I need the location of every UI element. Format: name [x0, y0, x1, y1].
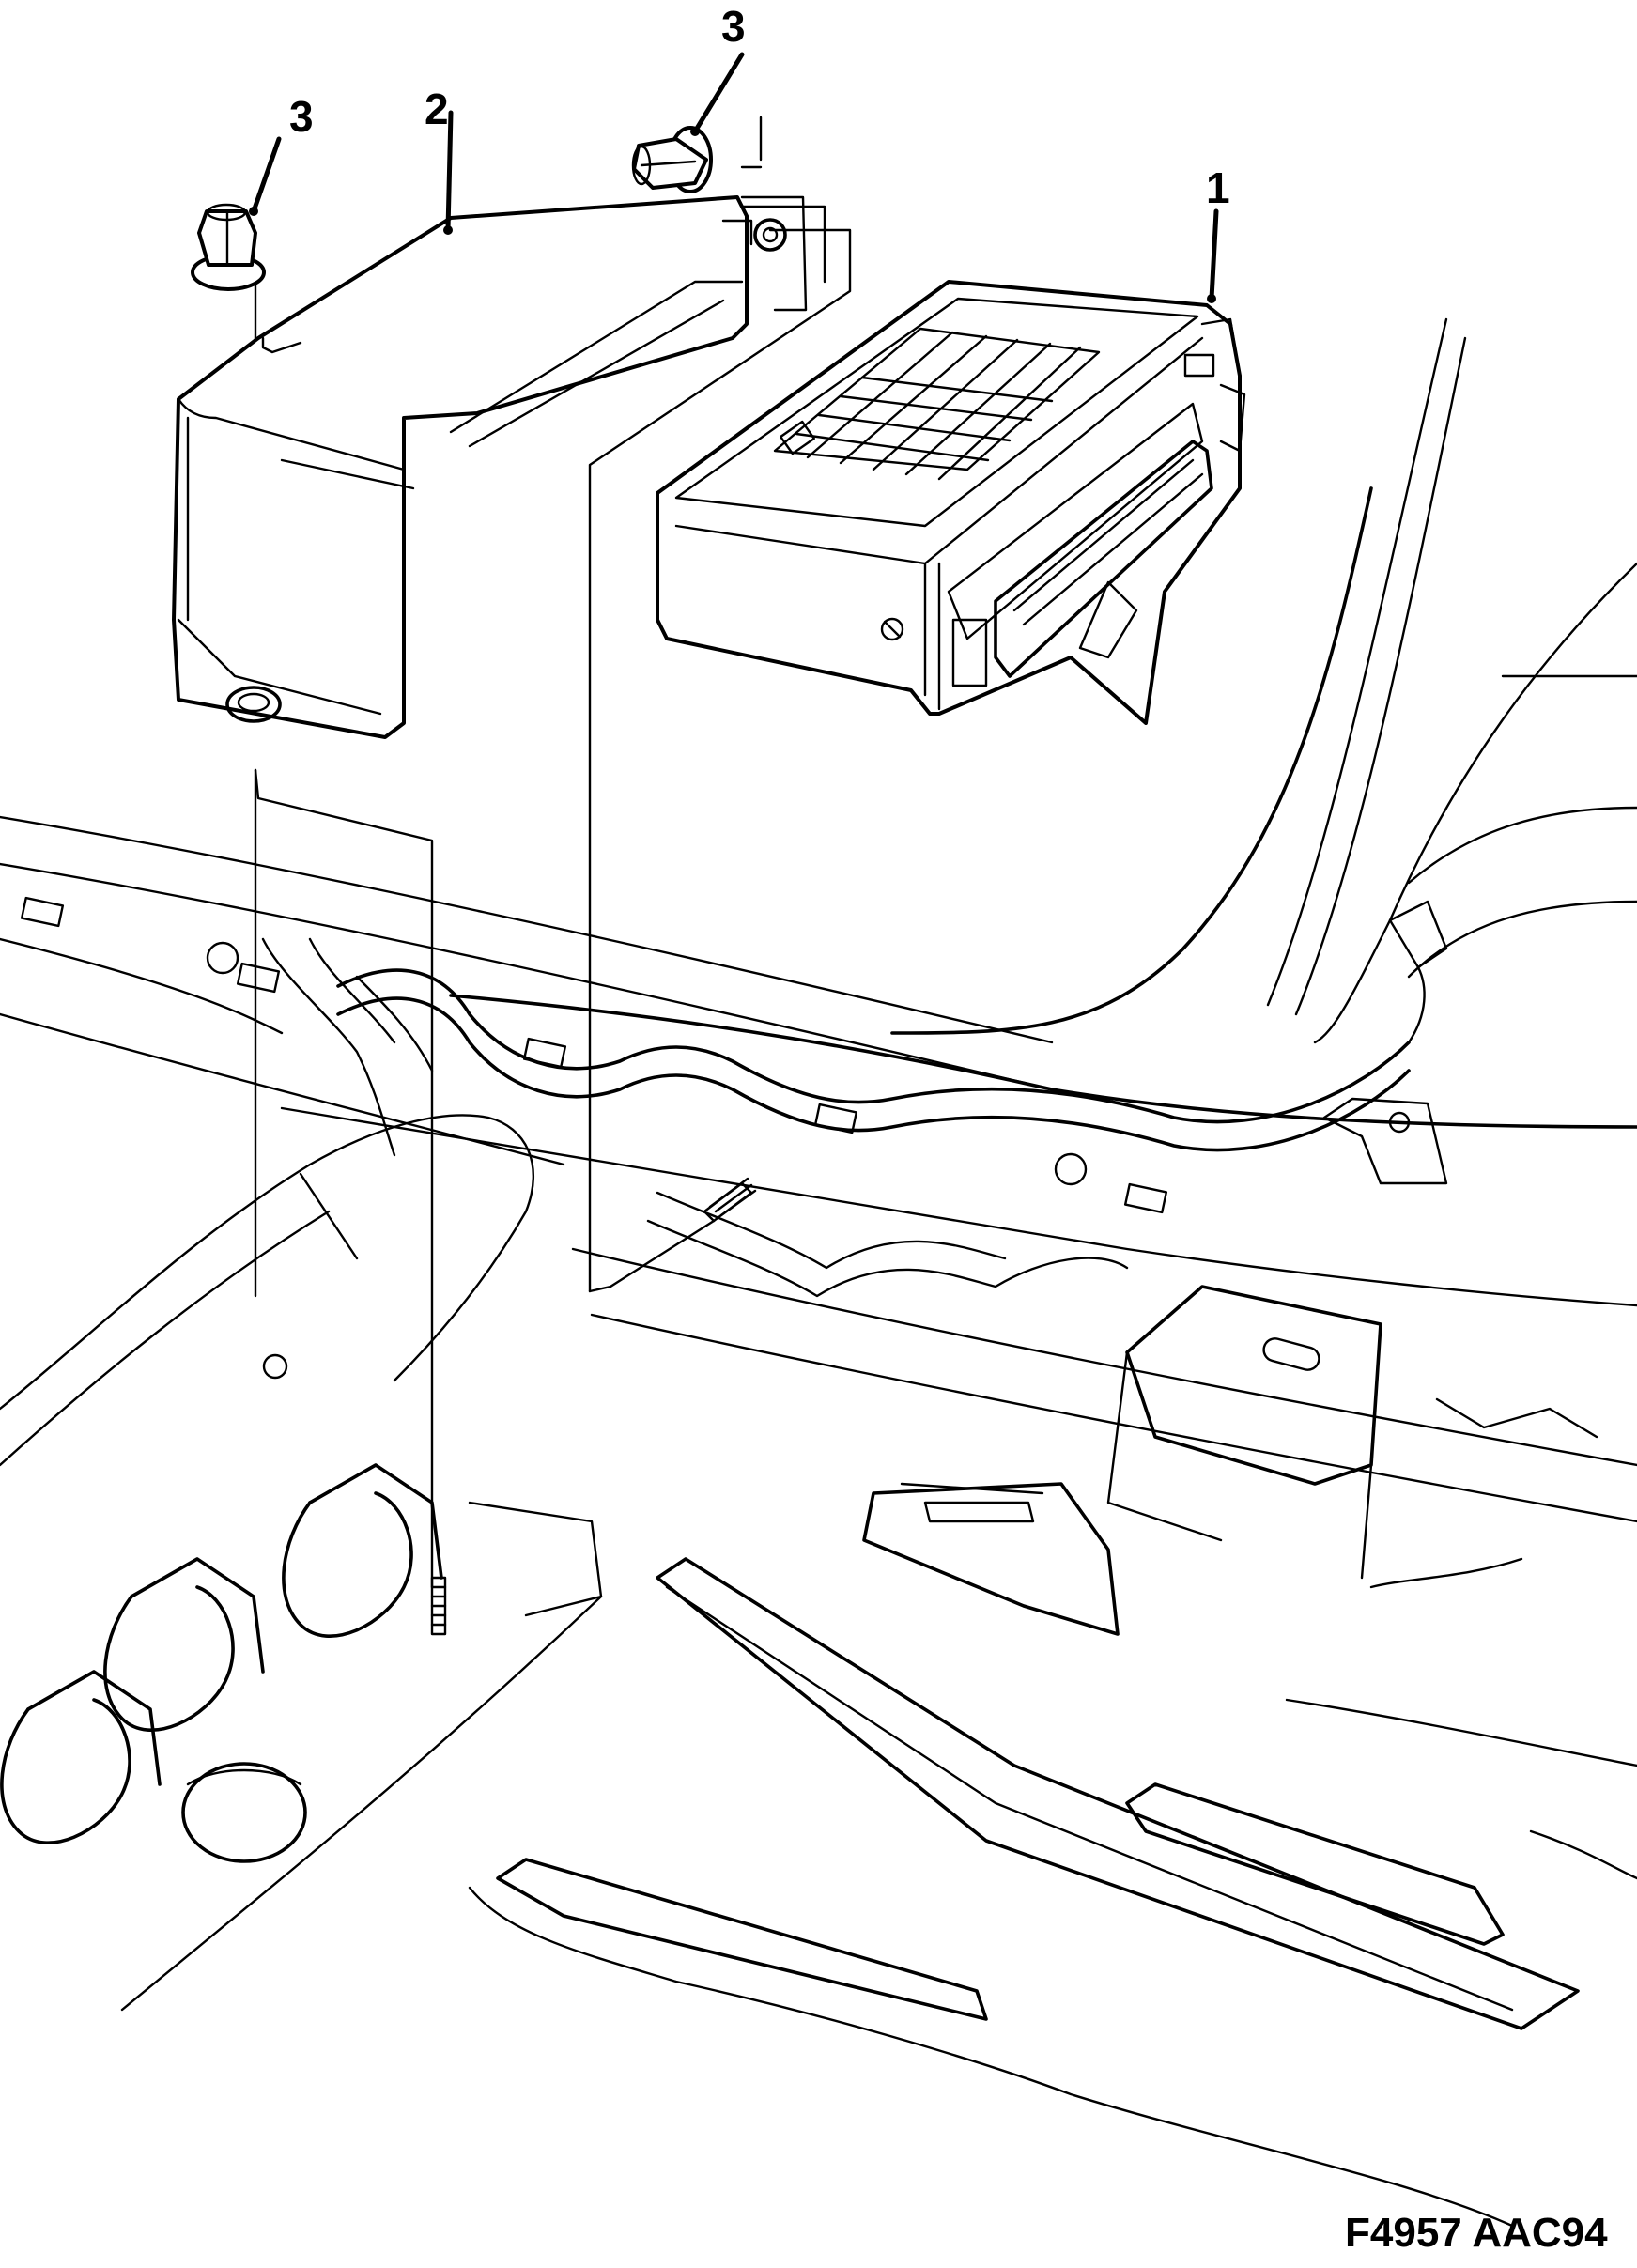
flange-nut-top: [631, 126, 713, 193]
flange-nut-left: [191, 203, 266, 291]
callout-control-module: 1: [1206, 163, 1230, 212]
floor-structure: [0, 317, 1637, 2228]
callout-bracket: 2: [425, 85, 449, 133]
control-module: [656, 280, 1246, 725]
callout-nut-top: 3: [721, 2, 746, 51]
callout-nut-left: 3: [289, 92, 314, 141]
callout-leaders: [249, 52, 1219, 303]
threaded-stud-front: [430, 1576, 447, 1636]
mounting-bracket: [172, 195, 808, 739]
threaded-stud-rear: [703, 1177, 757, 1223]
figure-code: F4957 AAC94: [1345, 2210, 1608, 2256]
